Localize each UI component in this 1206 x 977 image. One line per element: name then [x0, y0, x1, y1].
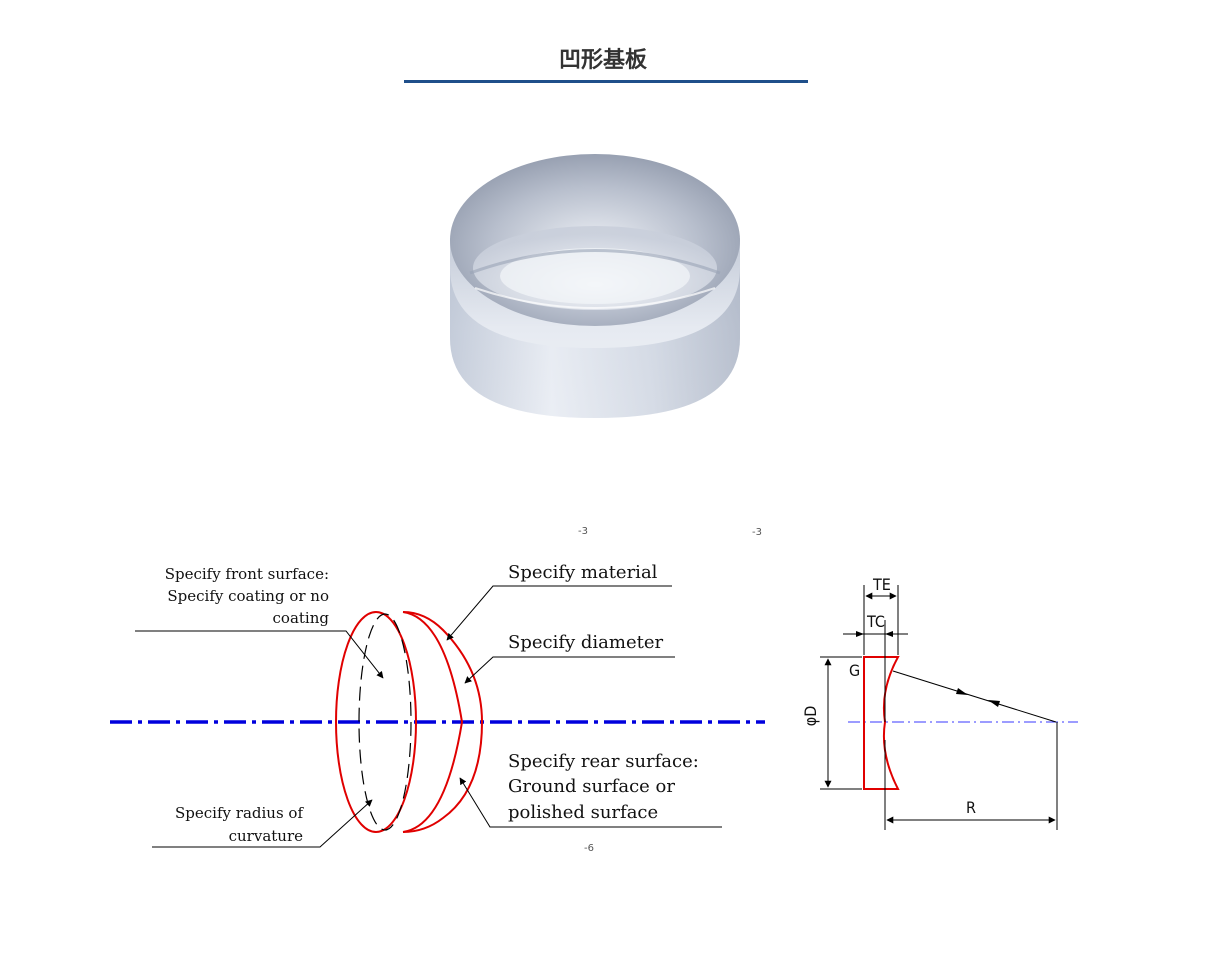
- rear-surface-leader: [459, 777, 722, 828]
- rear-surface-label-3: polished surface: [508, 802, 658, 823]
- g-label: G: [849, 661, 860, 680]
- material-label: Specify material: [508, 562, 658, 583]
- d-label: φD: [801, 706, 820, 727]
- diameter-label: Specify diameter: [508, 632, 664, 653]
- radius-ray: [892, 670, 1057, 723]
- tc-label: TC: [866, 612, 885, 631]
- lens-specification-diagram: Specify front surface: Specify coating o…: [110, 562, 1078, 848]
- r-label: R: [966, 798, 976, 817]
- diameter-leader: [464, 656, 675, 684]
- rear-surface-label-1: Specify rear surface:: [508, 751, 699, 772]
- page-title: 凹形基板: [558, 48, 647, 73]
- lens-rear-face: [402, 611, 484, 833]
- lens-front-face: [335, 611, 417, 833]
- note-b: -3: [752, 527, 762, 538]
- radius-leader: [152, 799, 373, 848]
- front-surface-label-1: Specify front surface:: [165, 565, 329, 583]
- front-surface-leader: [135, 630, 384, 679]
- te-label: TE: [872, 575, 891, 594]
- radius-label-2: curvature: [229, 827, 304, 845]
- note-a: -3: [578, 526, 588, 537]
- rear-surface-label-2: Ground surface or: [508, 776, 675, 797]
- concave-substrate-photo: [450, 154, 740, 418]
- lens-cross-section: [863, 656, 900, 790]
- material-leader: [446, 585, 672, 641]
- front-surface-label-2: Specify coating or no: [167, 587, 329, 605]
- note-c: -6: [584, 843, 594, 854]
- lens-hidden-edge: [358, 613, 412, 831]
- radius-label-1: Specify radius of: [175, 804, 304, 822]
- front-surface-label-3: coating: [273, 609, 330, 627]
- title-underline: [404, 80, 808, 83]
